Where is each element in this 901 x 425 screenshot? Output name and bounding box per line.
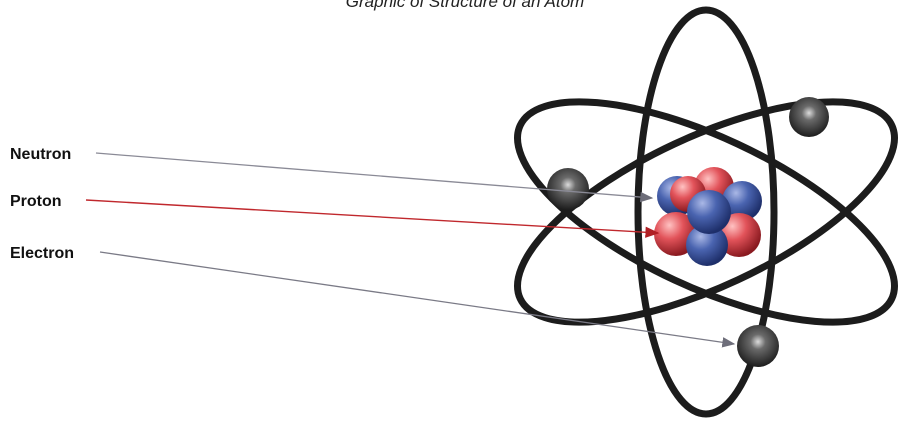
nucleus — [654, 167, 762, 266]
electron-left — [547, 168, 589, 210]
neutron-particle — [687, 190, 731, 234]
electron-bottom — [737, 325, 779, 367]
electron-top-right — [789, 97, 829, 137]
